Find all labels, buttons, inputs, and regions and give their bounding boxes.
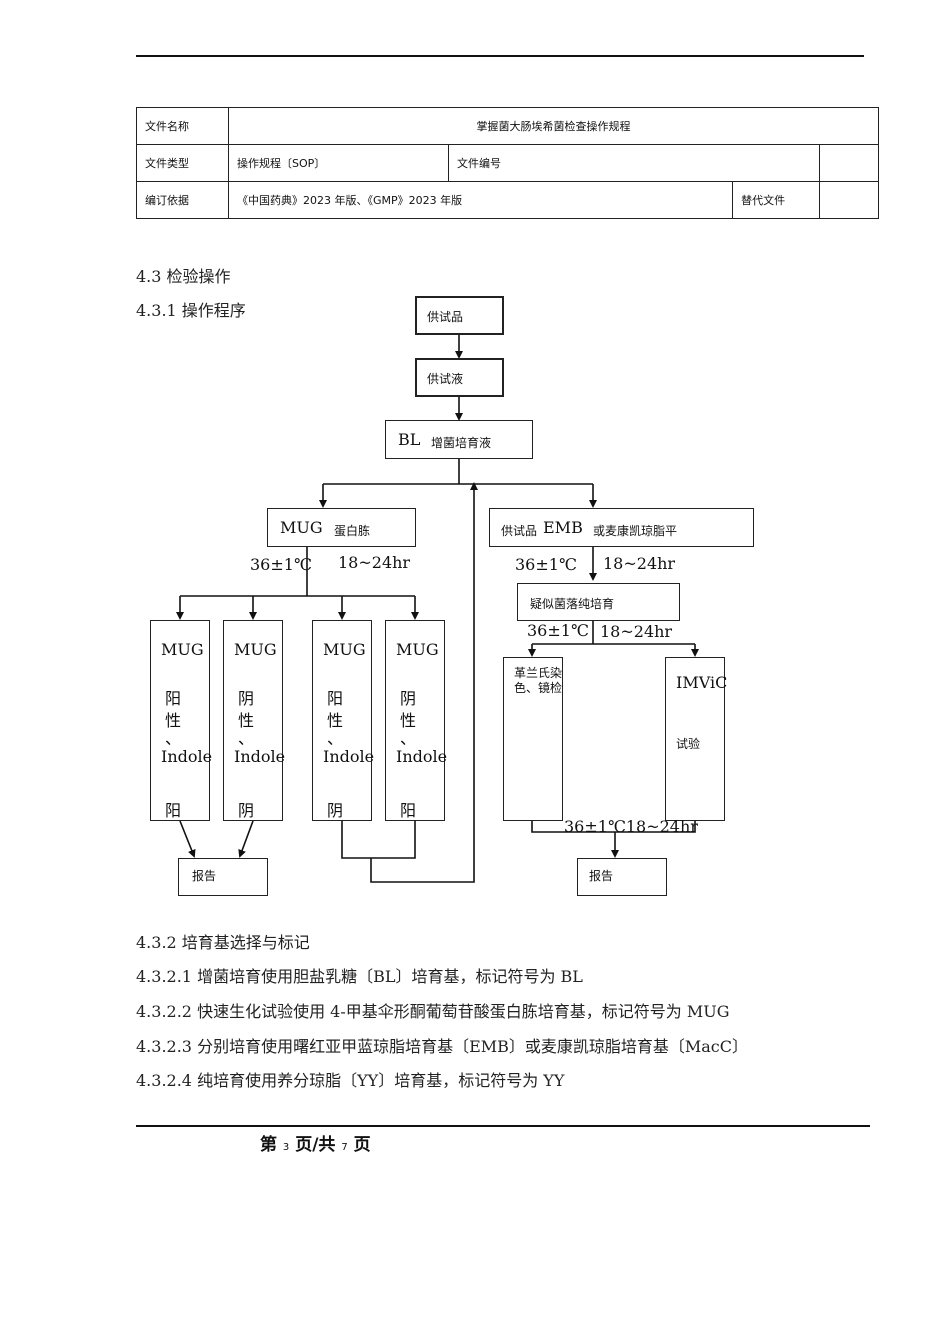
solution-box: 供试液 <box>415 358 504 397</box>
basis-value: 《中国药典》2023 年版、《GMP》2023 年版 <box>227 181 734 219</box>
gram-stain-box: 革兰氏染色、镜检 <box>503 657 563 821</box>
bl-sub-label: 增菌培育液 <box>431 436 492 450</box>
pure-time: 18~24hr <box>600 622 673 641</box>
left-temp: 36±1℃ <box>250 555 312 574</box>
total-pages: 7 <box>341 1142 348 1153</box>
result-box-1: MUG 阳 性 、 Indole 阳 <box>150 620 212 821</box>
result-box-3: MUG 阳 性 、 Indole 阴 <box>312 620 374 821</box>
emb-label: EMB <box>543 518 583 537</box>
mug-peptone-box: MUG 蛋白胨 <box>267 508 416 547</box>
result-box-2: MUG 阴 性 、 Indole 阴 <box>223 620 285 821</box>
report-label-right: 报告 <box>589 869 614 883</box>
mug-sub-label: 蛋白胨 <box>334 524 371 538</box>
report-box-left: 报告 <box>178 858 268 896</box>
page-footer: 第 3 页/共 7 页 <box>260 1135 371 1155</box>
replace-value <box>819 181 879 219</box>
right-time: 18~24hr <box>603 554 676 573</box>
document-header-table: 文件名称 掌握菌大肠埃希菌检查操作规程 文件类型 操作规程〔SOP〕 文件编号 … <box>136 107 879 219</box>
sample-label: 供试品 <box>427 310 464 324</box>
emb-plate-box: 供试品 EMB 或麦康凯琼脂平 <box>489 508 754 547</box>
result-box-4: MUG 阴 性 、 Indole 阳 <box>385 620 447 821</box>
doc-type-label: 文件类型 <box>136 144 229 182</box>
imvic-label: IMViC <box>676 673 728 692</box>
current-page: 3 <box>282 1142 290 1153</box>
right-temp: 36±1℃ <box>515 555 577 574</box>
mug-label: MUG <box>280 518 323 537</box>
section-4-3-2: 4.3.2 培育基选择与标记 <box>136 933 310 952</box>
basis-label: 编订依据 <box>136 181 229 219</box>
doc-type-value: 操作规程〔SOP〕 <box>228 144 449 182</box>
imvic-test-label: 试验 <box>676 737 701 751</box>
bl-label: BL <box>398 430 421 449</box>
pure-temp: 36±1℃ <box>527 621 589 640</box>
section-4-3-2-2: 4.3.2.2 快速生化试验使用 4-甲基伞形酮葡萄苷酸蛋白胨培育基，标记符号为… <box>136 1002 730 1021</box>
section-4-3-2-4: 4.3.2.4 纯培育使用养分琼脂〔YY〕培育基，标记符号为 YY <box>136 1071 565 1090</box>
emb-pre-label: 供试品 <box>501 524 538 538</box>
bottom-condition: 36±1℃18~24hr <box>564 817 698 836</box>
solution-label: 供试液 <box>427 372 464 386</box>
replace-label: 替代文件 <box>732 181 821 219</box>
report-box-right: 报告 <box>577 858 667 896</box>
section-4-3-2-1: 4.3.2.1 增菌培育使用胆盐乳糖〔BL〕培育基，标记符号为 BL <box>136 967 583 986</box>
sample-box: 供试品 <box>415 296 504 335</box>
doc-name-label: 文件名称 <box>136 107 229 145</box>
report-label-left: 报告 <box>192 869 217 883</box>
emb-post-label: 或麦康凯琼脂平 <box>593 524 678 538</box>
footer-rule <box>136 1125 870 1127</box>
pure-culture-box: 疑似菌落纯培育 <box>517 583 680 621</box>
top-rule <box>136 55 864 57</box>
section-4-3-2-3: 4.3.2.3 分别培育使用曙红亚甲蓝琼脂培育基〔EMB〕或麦康凯琼脂培育基〔M… <box>136 1037 749 1056</box>
doc-no-label: 文件编号 <box>447 144 821 182</box>
doc-name-value: 掌握菌大肠埃希菌检查操作规程 <box>228 107 879 145</box>
bl-enrichment-box: BL 增菌培育液 <box>385 420 533 459</box>
section-4-3-1: 4.3.1 操作程序 <box>136 301 246 320</box>
section-4-3: 4.3 检验操作 <box>136 267 231 286</box>
gram-stain-label: 革兰氏染色、镜检 <box>514 666 563 695</box>
left-time: 18~24hr <box>338 553 411 572</box>
pure-culture-label: 疑似菌落纯培育 <box>530 597 615 611</box>
imvic-box: IMViC 试验 <box>665 657 728 821</box>
